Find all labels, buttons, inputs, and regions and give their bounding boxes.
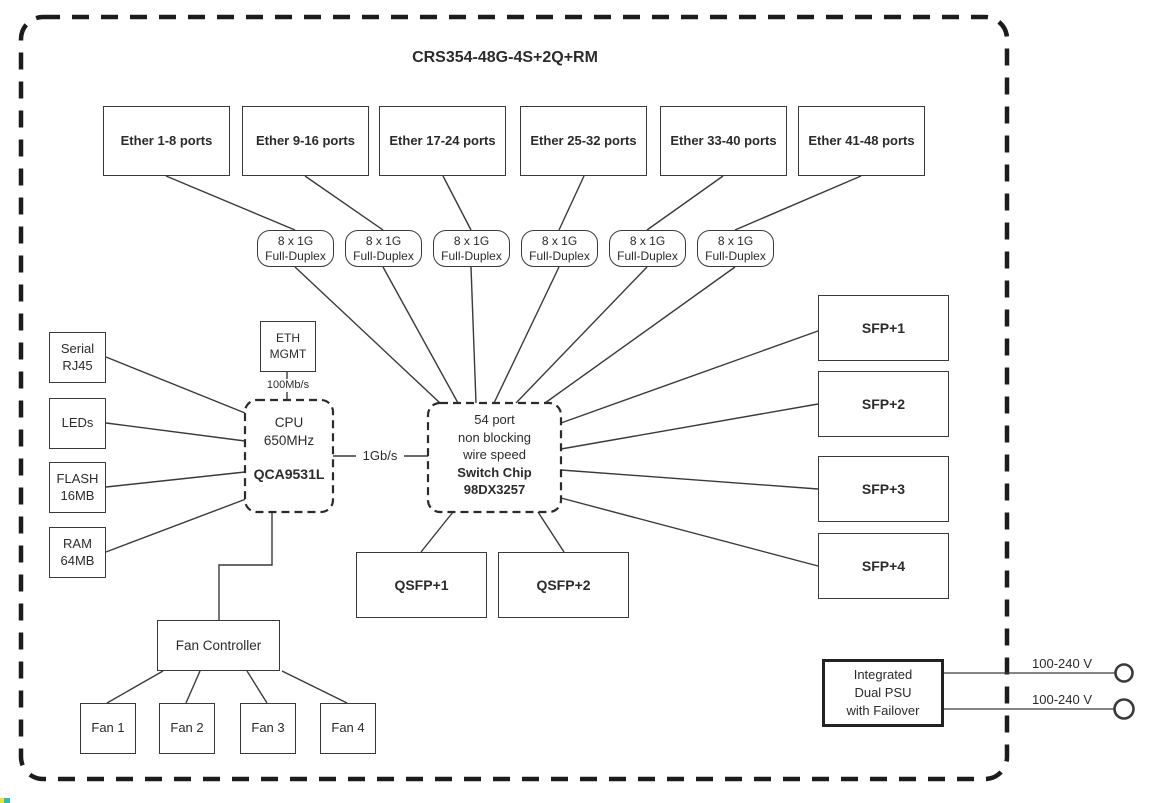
fan-label: Fan 1	[91, 720, 125, 736]
fan-label: Fan 2	[170, 720, 204, 736]
ether-group-box-4: Ether 25-32 ports	[520, 106, 647, 176]
phy-duplex: Full-Duplex	[265, 248, 326, 263]
ether-group-box-5: Ether 33-40 ports	[660, 106, 787, 176]
sfp-port-box-1: SFP+1	[818, 295, 949, 361]
diagram-title: CRS354-48G-4S+2Q+RM	[412, 49, 598, 66]
ether-group-box-6: Ether 41-48 ports	[798, 106, 925, 176]
phy-duplex: Full-Duplex	[529, 248, 590, 263]
phy-speed: 8 x 1G	[453, 233, 490, 248]
ether-group-label: Ether 1-8 ports	[120, 132, 213, 148]
eth-mgmt-box: ETH MGMT	[260, 321, 316, 372]
cpu-switch-link-speed: 1Gb/s	[356, 448, 404, 464]
ac-socket-1	[1114, 663, 1134, 683]
fan-box-1: Fan 1	[80, 703, 136, 754]
mgmt-link-speed: 100Mb/s	[262, 379, 314, 393]
ac-input-voltage-1: 100-240 V	[1032, 656, 1092, 671]
switch-chip: 54 port non blocking wire speed Switch C…	[428, 411, 561, 499]
cpu-clock: 650MHz	[263, 433, 315, 449]
psu-label: Integrated	[853, 666, 913, 682]
switch-chip-title: Switch Chip	[457, 464, 532, 480]
phy-duplex: Full-Duplex	[617, 248, 678, 263]
peripheral-label: FLASH	[56, 470, 99, 486]
ac-socket-2	[1113, 698, 1135, 720]
sfp-port-label: SFP+4	[861, 557, 906, 574]
switch-chip-desc: 54 port	[474, 412, 515, 427]
fan-box-4: Fan 4	[320, 703, 376, 754]
leds-box: LEDs	[49, 398, 106, 449]
sfp-port-label: SFP+1	[861, 319, 906, 336]
fan-box-2: Fan 2	[159, 703, 215, 754]
cpu-chip-outline	[243, 398, 335, 514]
peripheral-label: RAM	[63, 535, 92, 551]
qsfp-port-label: QSFP+1	[394, 576, 449, 593]
qsfp-port-box-1: QSFP+1	[356, 552, 487, 618]
peripheral-label: 16MB	[60, 487, 95, 503]
sfp-port-label: SFP+2	[861, 395, 906, 412]
phy-speed: 8 x 1G	[717, 233, 754, 248]
psu-label: with Failover	[846, 703, 920, 719]
ether-group-label: Ether 33-40 ports	[670, 132, 777, 148]
peripheral-label: 64MB	[60, 552, 95, 568]
fan-label: Fan 4	[331, 720, 365, 736]
ether-group-label: Ether 9-16 ports	[256, 132, 355, 148]
fan-box-3: Fan 3	[240, 703, 296, 754]
sfp-port-box-2: SFP+2	[818, 371, 949, 437]
switch-chip-model: 98DX3257	[463, 482, 526, 498]
switch-chip-outline	[426, 401, 563, 514]
eth-mgmt-label: MGMT	[269, 346, 307, 361]
ether-group-label: Ether 17-24 ports	[389, 132, 496, 148]
peripheral-label: LEDs	[61, 415, 94, 431]
sfp-port-label: SFP+3	[861, 480, 906, 497]
ether-group-box-3: Ether 17-24 ports	[379, 106, 506, 176]
phy-duplex: Full-Duplex	[441, 248, 502, 263]
sfp-port-box-4: SFP+4	[818, 533, 949, 599]
ac-input-voltage-2: 100-240 V	[1032, 692, 1092, 707]
cpu-label: CPU	[274, 415, 304, 430]
cpu-chip: CPU 650MHz QCA9531L	[245, 414, 333, 484]
peripheral-label: RJ45	[62, 357, 93, 373]
phy-speed: 8 x 1G	[277, 233, 314, 248]
switch-chip-desc: wire speed	[463, 447, 526, 463]
qsfp-port-label: QSFP+2	[536, 576, 591, 593]
sfp-port-box-3: SFP+3	[818, 456, 949, 522]
fan-controller-label: Fan Controller	[175, 637, 262, 653]
fan-controller-box: Fan Controller	[157, 620, 280, 671]
ether-group-box-1: Ether 1-8 ports	[103, 106, 230, 176]
corner-artifact-teal	[4, 798, 10, 803]
phy-speed: 8 x 1G	[365, 233, 402, 248]
phy-speed: 8 x 1G	[629, 233, 666, 248]
peripheral-label: Serial	[60, 340, 95, 356]
eth-mgmt-label: ETH	[276, 330, 300, 345]
phy-speed: 8 x 1G	[541, 233, 578, 248]
ether-group-label: Ether 25-32 ports	[530, 132, 637, 148]
cpu-model: QCA9531L	[253, 466, 325, 483]
corner-artifact-yellow	[0, 798, 4, 803]
phy-duplex: Full-Duplex	[705, 248, 766, 263]
ether-group-label: Ether 41-48 ports	[808, 132, 915, 148]
qsfp-port-box-2: QSFP+2	[498, 552, 629, 618]
psu-box: Integrated Dual PSU with Failover	[822, 659, 944, 727]
ether-group-box-2: Ether 9-16 ports	[242, 106, 369, 176]
phy-duplex: Full-Duplex	[353, 248, 414, 263]
switch-chip-desc: non blocking	[458, 429, 531, 445]
fan-label: Fan 3	[251, 720, 285, 736]
chassis-dashed-border	[18, 14, 1010, 782]
psu-label: Dual PSU	[854, 684, 912, 700]
